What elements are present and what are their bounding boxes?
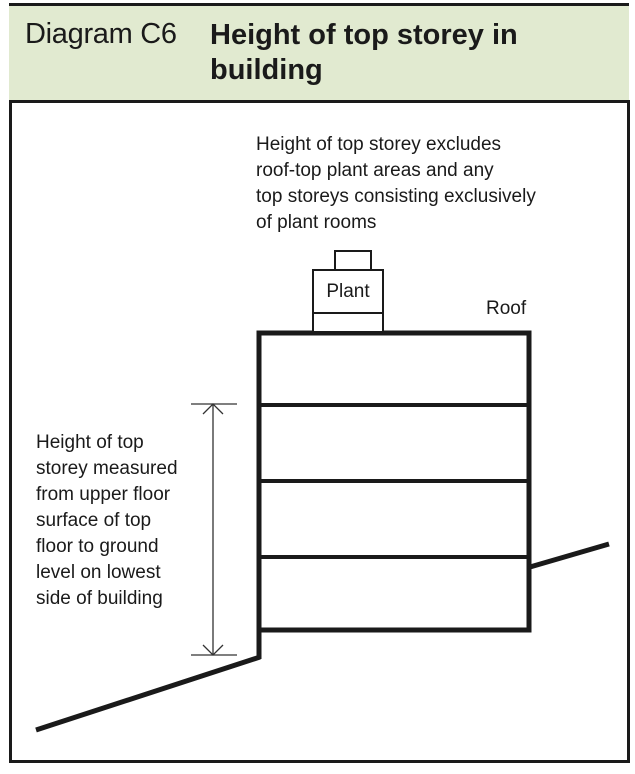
note-plant-exclusion: Height of top storey excludes roof-top p… <box>256 132 596 236</box>
note-line: roof-top plant areas and any <box>256 160 494 181</box>
diagram-title: Height of top storey in building <box>210 19 518 86</box>
ground-line-right <box>529 541 610 570</box>
arrowhead-down-icon <box>202 644 224 656</box>
arrowhead-up-icon <box>202 403 224 415</box>
note-line: storey measured <box>36 458 178 479</box>
roof-label: Roof <box>486 298 527 319</box>
ground-line-left <box>35 654 261 733</box>
plant-room-top <box>334 250 372 271</box>
note-line: floor to ground <box>36 536 159 557</box>
note-line: of plant rooms <box>256 212 377 233</box>
note-line: from upper floor <box>36 484 171 505</box>
plant-room <box>312 269 384 333</box>
plant-label: Plant <box>326 281 370 302</box>
note-line: surface of top <box>36 510 152 531</box>
height-dimension <box>191 403 237 656</box>
note-line: top storeys consisting exclusively <box>256 186 536 207</box>
diagram-header: Diagram C6 Height of top storey in build… <box>9 6 629 100</box>
header-top-rule <box>9 3 629 6</box>
note-line: side of building <box>36 588 163 609</box>
note-height-measurement: Height of top storey measured from upper… <box>36 430 216 612</box>
note-line: level on lowest <box>36 562 161 583</box>
diagram-number: Diagram C6 <box>25 18 177 50</box>
note-line: Height of top <box>36 432 144 453</box>
note-line: Height of top storey excludes <box>256 134 502 155</box>
